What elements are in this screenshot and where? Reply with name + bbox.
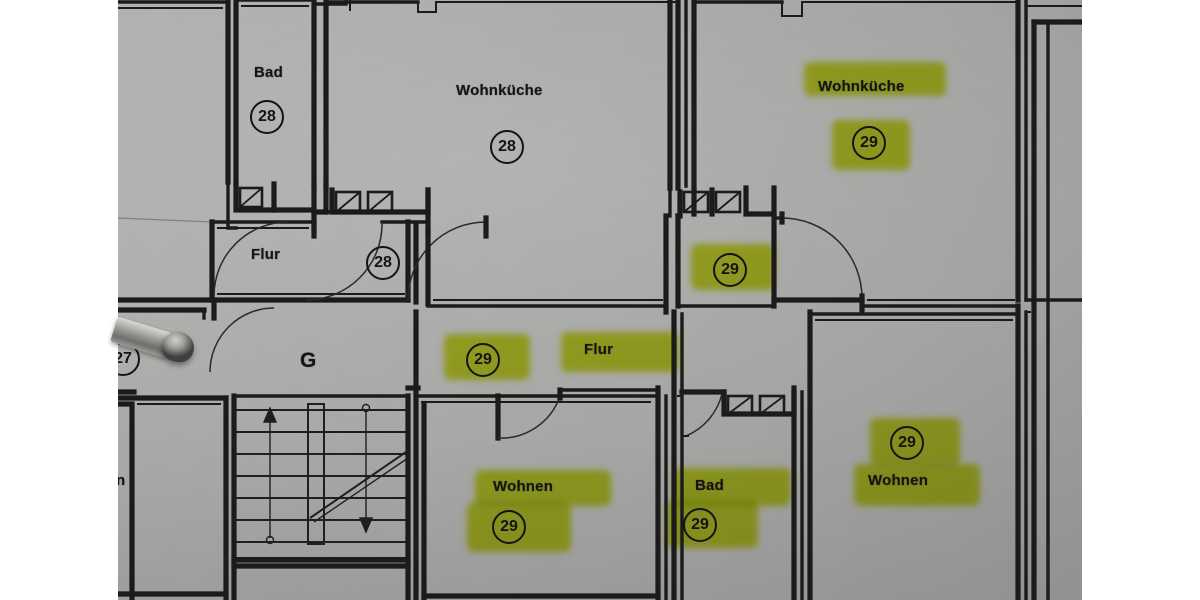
- room-number-flur-29: 29: [466, 343, 500, 377]
- room-label-wohnkueche-28: Wohnküche: [456, 82, 543, 99]
- room-label-flur-28: Flur: [251, 246, 281, 263]
- metal-pen-tip: [110, 296, 197, 380]
- room-label-wohnkueche-29: Wohnküche: [818, 78, 905, 95]
- room-label-bad-28: Bad: [254, 64, 283, 81]
- room-number-flur-28: 28: [366, 246, 400, 280]
- room-label-wohnen-29-left: Wohnen: [493, 478, 554, 495]
- highlight-flur-29-text: [561, 332, 679, 372]
- room-number-bad-29: 29: [683, 508, 717, 542]
- room-number-bad-28: 28: [250, 100, 284, 134]
- room-number-flur-29-upper: 29: [713, 253, 747, 287]
- stair-hall-label-g: G: [300, 349, 317, 372]
- room-number-wohnkueche-28: 28: [490, 130, 524, 164]
- highlight-wohnkueche-29-text: [804, 62, 946, 96]
- highlight-wohnen-29-left-text: [475, 470, 611, 506]
- room-number-wohnen-29-right: 29: [890, 426, 924, 460]
- floor-plan-linework: [118, 0, 1082, 600]
- highlight-wohnen-29-right-text: [854, 464, 980, 506]
- highlight-bad-29-text: [673, 468, 791, 506]
- room-label-partial-left: n: [118, 472, 126, 489]
- floor-plan-photo: Bad 28 Wohnküche 28 Wohnküche 29 Flur 28…: [118, 0, 1082, 600]
- room-number-wohnen-29-left: 29: [492, 510, 526, 544]
- room-label-flur-29: Flur: [584, 341, 614, 358]
- room-label-wohnen-29-right: Wohnen: [868, 472, 929, 489]
- room-number-wohnkueche-29: 29: [852, 126, 886, 160]
- room-label-bad-29: Bad: [695, 477, 724, 494]
